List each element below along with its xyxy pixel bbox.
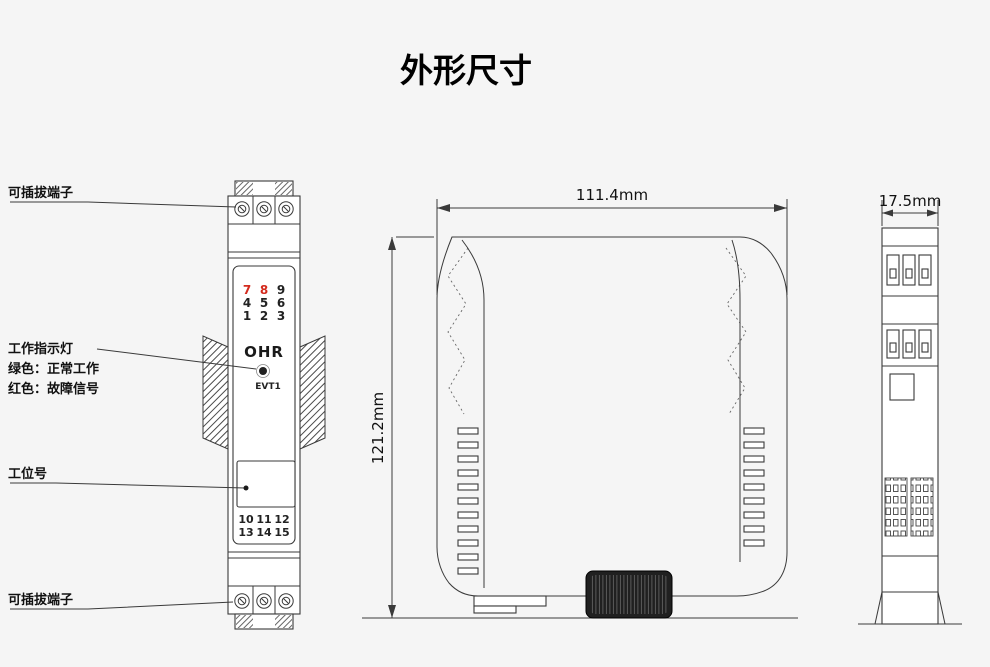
terminal-number: 1	[243, 309, 251, 323]
vent-slots-right	[743, 427, 765, 547]
top-terminal-numbers: 7 8 9 4 5 6 1 2 3	[243, 283, 285, 323]
width-dimension: 111.4mm	[576, 186, 648, 204]
din-clip	[473, 595, 547, 614]
din-rail-left	[202, 335, 229, 450]
bottom-terminal-screws	[234, 593, 294, 609]
leader-dot	[243, 485, 249, 491]
station-plate	[236, 460, 296, 508]
terminal-number: 3	[277, 309, 285, 323]
brand-logo: OHR	[244, 343, 284, 361]
pin-grid-left	[884, 477, 908, 537]
front-view: 7 8 9 4 5 6 1 2 3 OHR EVT1 10 11 12 13 1…	[202, 180, 326, 630]
terminal-number: 2	[260, 309, 268, 323]
terminal-number: 4	[243, 296, 251, 310]
terminal-number: 13	[238, 526, 253, 539]
bottom-terminal-label: 可插拔端子	[8, 592, 73, 608]
end-terminals-row1	[886, 254, 932, 286]
dim-width: 111.4mm	[436, 186, 788, 295]
terminal-number: 9	[277, 283, 285, 297]
end-body	[881, 227, 939, 625]
housing-profile	[436, 236, 788, 597]
terminal-number: 10	[238, 513, 254, 526]
dim-depth: 17.5mm	[879, 192, 942, 226]
page-title: 外形尺寸	[400, 51, 532, 90]
bottom-terminal-numbers: 10 11 12 13 14 15	[238, 513, 289, 539]
top-terminal-label: 可插拔端子	[8, 185, 73, 201]
end-terminals-row2	[886, 329, 932, 359]
terminal-number: 8	[260, 283, 268, 297]
rail-connector-block	[585, 570, 673, 619]
status-led	[259, 367, 267, 375]
led-label: EVT1	[255, 382, 281, 392]
end-latch	[889, 373, 915, 401]
terminal-number: 7	[243, 283, 251, 297]
callout-labels: 可插拔端子 工作指示灯 绿色：正常工作 红色：故障信号 工位号 可插拔端子	[8, 185, 257, 610]
depth-dimension: 17.5mm	[879, 192, 942, 210]
top-terminal-screws	[234, 201, 294, 217]
terminal-number: 11	[256, 513, 271, 526]
pin-grid-right	[910, 477, 934, 537]
vent-slots-left	[457, 427, 479, 575]
terminal-number: 12	[274, 513, 289, 526]
indicator-label-green: 绿色：正常工作	[8, 361, 99, 377]
end-view	[858, 227, 962, 625]
indicator-label-title: 工作指示灯	[8, 341, 73, 357]
terminal-number: 14	[256, 526, 272, 539]
din-rail-right	[299, 335, 326, 450]
dim-height: 121.2mm	[369, 236, 434, 618]
terminal-number: 15	[274, 526, 289, 539]
indicator-label-red: 红色：故障信号	[8, 381, 99, 397]
side-view	[362, 236, 798, 619]
height-dimension: 121.2mm	[369, 392, 387, 464]
terminal-number: 5	[260, 296, 268, 310]
station-label: 工位号	[8, 466, 47, 482]
terminal-number: 6	[277, 296, 285, 310]
